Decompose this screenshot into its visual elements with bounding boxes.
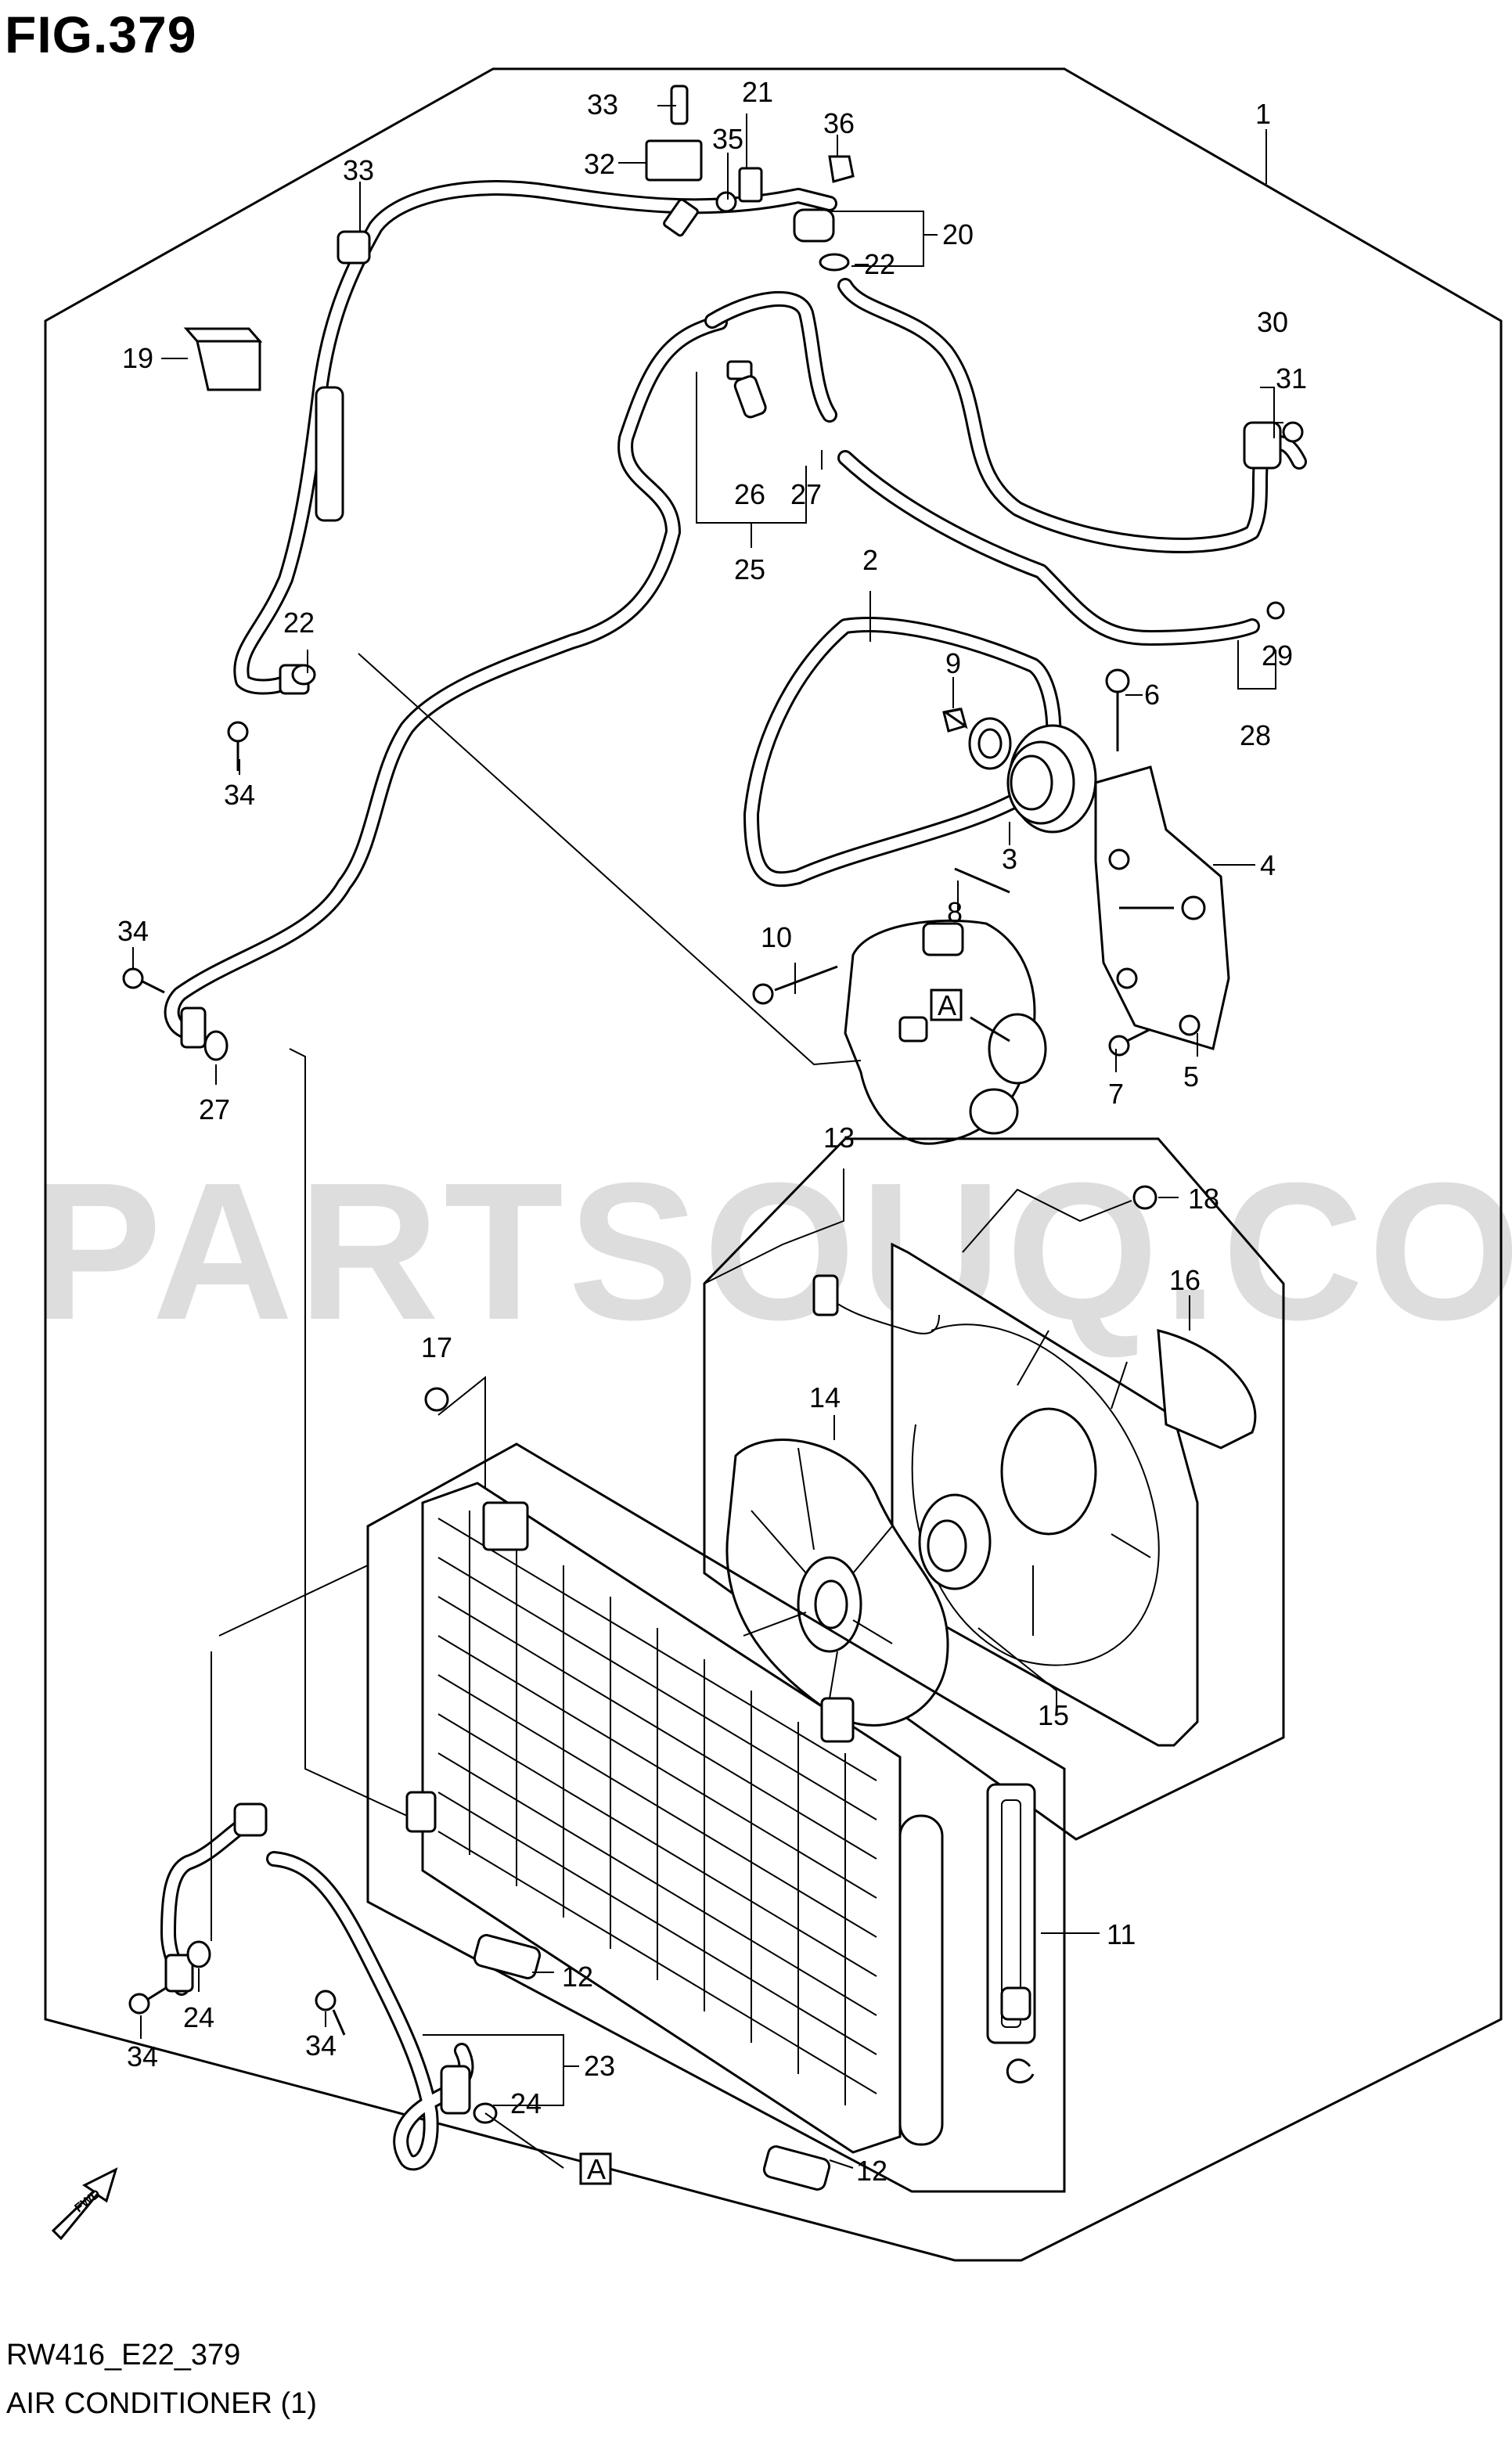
callout-14: 14: [809, 1381, 841, 1413]
callout-12b: 12: [856, 2155, 887, 2187]
o-ring-22-left: [291, 664, 316, 686]
clip-33-left: [337, 230, 371, 265]
callout-34b: 34: [117, 915, 149, 947]
relay: [183, 327, 263, 391]
callout-3: 3: [1002, 843, 1017, 875]
callout-22a: 22: [864, 248, 895, 280]
assembly-outline: [44, 67, 1503, 2262]
callout-34c: 34: [305, 2029, 337, 2062]
callout-4: 4: [1260, 849, 1276, 881]
callout-25: 25: [734, 553, 765, 585]
callout-13: 13: [823, 1122, 855, 1154]
figure-title: FIG.379: [5, 5, 197, 63]
callout-24b: 24: [510, 2087, 542, 2119]
callout-19: 19: [122, 342, 153, 374]
fan-shroud: [812, 1242, 1257, 1747]
callout-numbers: 1 2 3 4 5 6 7 8 9 10 11 12 12 13 14 15 1…: [117, 76, 1307, 2187]
callout-21: 21: [742, 76, 773, 108]
callout-33b: 33: [343, 154, 374, 186]
callout-31: 31: [1276, 362, 1307, 394]
figure-caption: AIR CONDITIONER (1): [6, 2387, 317, 2420]
callout-26: 26: [734, 478, 765, 510]
callout-20: 20: [942, 218, 974, 250]
callout-30: 30: [1257, 306, 1288, 338]
drive-belt: [743, 617, 1062, 888]
pressure-switch: [726, 360, 767, 419]
figure-code: RW416_E22_379: [6, 2339, 241, 2371]
callout-27b: 27: [199, 1093, 230, 1125]
liquid-pipe: [164, 315, 728, 1049]
callout-18: 18: [1188, 1183, 1219, 1215]
fan-motor: [918, 1493, 992, 1590]
callout-35: 35: [712, 123, 743, 155]
callout-15: 15: [1038, 1699, 1069, 1731]
fan-group-outline: [703, 1137, 1285, 1841]
callout-1: 1: [1255, 98, 1271, 130]
callout-23: 23: [584, 2050, 615, 2082]
fwd-arrow-icon: FWD: [51, 2167, 118, 2241]
condenser: [405, 1482, 944, 2154]
callout-17: 17: [421, 1331, 452, 1363]
callout-10: 10: [761, 921, 792, 953]
callout-2: 2: [862, 544, 878, 576]
callout-6: 6: [1144, 679, 1160, 711]
discharge-hose: [837, 278, 1307, 553]
callout-5: 5: [1183, 1061, 1199, 1093]
callout-29: 29: [1262, 639, 1293, 672]
bolt-17: [424, 1387, 449, 1412]
pulley: [942, 708, 1097, 834]
condenser-mounts: [473, 1934, 831, 2191]
callout-12a: 12: [562, 1961, 593, 1993]
compressor: [844, 919, 1047, 1145]
callout-27a: 27: [790, 478, 822, 510]
bolt-18: [1132, 1185, 1157, 1210]
callout-7: 7: [1108, 1078, 1124, 1110]
bolt-34-left: [227, 721, 249, 771]
bolt-34-mid: [122, 967, 165, 994]
fan-blade: [725, 1439, 949, 1727]
ref-marker-label: A: [938, 989, 956, 1021]
callout-34d: 34: [127, 2040, 158, 2072]
pipe-to-switch: [704, 290, 1285, 646]
callout-28: 28: [1240, 719, 1271, 751]
callout-22b: 22: [283, 607, 315, 639]
lower-hose: [160, 1802, 498, 2171]
callout-33a: 33: [587, 88, 618, 121]
bolts-compressor: [752, 668, 1206, 1057]
ref-marker-label: A: [587, 2153, 606, 2185]
callout-16: 16: [1169, 1264, 1201, 1296]
ref-marker-hose: A: [579, 2152, 612, 2185]
bolts-34-lower: [128, 1986, 346, 2036]
callout-36: 36: [823, 107, 855, 139]
bracket-assembly: [645, 85, 855, 272]
ref-marker-compressor: A: [930, 989, 1010, 1043]
callout-11: 11: [1107, 1918, 1136, 1950]
o-ring-27-lower: [203, 1030, 229, 1061]
callout-9: 9: [945, 647, 961, 679]
callout-24a: 24: [183, 2001, 214, 2033]
callout-8: 8: [947, 896, 963, 928]
suction-hose: [233, 180, 837, 695]
callout-32: 32: [584, 148, 615, 180]
receiver-dryer: [986, 1783, 1036, 2083]
leader-lines: [132, 105, 1283, 2169]
callout-34a: 34: [224, 779, 255, 811]
